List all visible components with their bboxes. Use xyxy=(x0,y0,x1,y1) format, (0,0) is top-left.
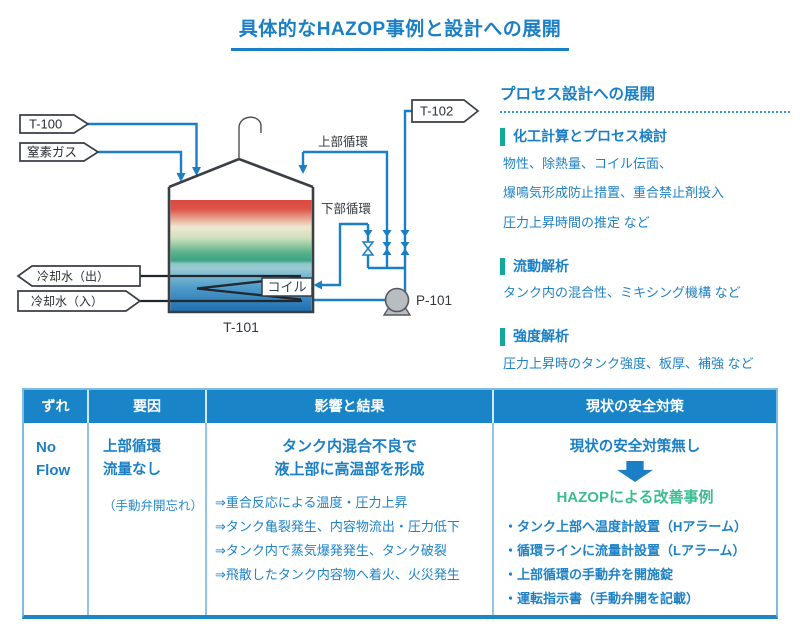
flow-arrows xyxy=(176,165,410,290)
improvement-item: ・循環ラインに流量計設置（Lアラーム） xyxy=(504,543,746,559)
pipe-upper-circulation xyxy=(303,150,389,268)
cause-note: （手動弁開忘れ） xyxy=(103,499,204,514)
cell-deviation: No Flow xyxy=(24,423,87,615)
tag-nitrogen-box xyxy=(19,142,100,162)
label-lower-circulation: 下部循環 xyxy=(321,201,372,216)
improvement-item: ・運転指示書（手動弁開を記載） xyxy=(504,591,700,607)
current-safeguard-title: 現状の安全対策無し xyxy=(569,439,701,455)
section-line: 物性、除熱量、コイル伝面、 xyxy=(503,155,673,171)
table-row: No Flow 上部循環 流量なし （手動弁開忘れ） タンク内混合不良で 液上部… xyxy=(24,423,776,615)
cause-line: 流量なし xyxy=(103,462,161,479)
hazop-table: ずれ 要因 影響と結果 現状の安全対策 No Flow 上部循環 流量なし （手… xyxy=(22,388,778,619)
flow-arrow-right xyxy=(400,230,410,237)
effect-item: ⇒タンク内で蒸気爆発発生、タンク破裂 xyxy=(215,542,447,558)
tag-t100: T-100 xyxy=(29,117,62,132)
tag-t102: T-102 xyxy=(420,104,453,119)
improvement-title: HAZOPによる改善事例 xyxy=(556,489,714,506)
cause-line: 上部循環 xyxy=(103,439,161,455)
effect-item: ⇒飛散したタンク内容物へ着火、火災発生 xyxy=(215,566,460,582)
pipes xyxy=(88,109,412,302)
tank-roof xyxy=(168,157,314,189)
deviation-line: No xyxy=(36,439,56,456)
flow-arrow-mid xyxy=(382,230,392,237)
page-title-text: 具体的なHAZOP事例と設計への展開 xyxy=(230,14,570,51)
pipe-t100 xyxy=(88,122,198,167)
col-header-deviation: ずれ xyxy=(24,390,87,423)
col-header-cause: 要因 xyxy=(87,390,205,423)
section-strength-analysis: 強度解析 圧力上昇時のタンク強度、板厚、補強 など xyxy=(500,328,790,375)
panel-heading: プロセス設計への展開 xyxy=(500,82,790,113)
arrow-into-tank-lower xyxy=(313,280,322,290)
tag-boxes xyxy=(16,99,480,312)
tag-texts: T-100 窒素ガス T-102 冷却水（出） 冷却水（入） xyxy=(27,104,453,309)
arrow-into-roof-t100 xyxy=(192,167,201,176)
section-line: タンク内の混合性、ミキシング機構 など xyxy=(503,285,741,301)
section-title: 強度解析 xyxy=(500,328,790,346)
tag-cooling-out: 冷却水（出） xyxy=(37,270,109,284)
label-tank-id: T-101 xyxy=(223,319,259,335)
cell-cause: 上部循環 流量なし （手動弁開忘れ） xyxy=(87,423,205,615)
arrow-into-roof-upper xyxy=(298,165,308,174)
section-title: 化工計算とプロセス検討 xyxy=(500,128,790,146)
valves xyxy=(361,241,410,256)
section-flow-analysis: 流動解析 タンク内の混合性、ミキシング機構 など xyxy=(500,257,790,305)
effect-list: ⇒重合反応による温度・圧力上昇 ⇒タンク亀裂発生、内容物流出・圧力低下 ⇒タンク… xyxy=(215,491,484,587)
section-line: 圧力上昇時のタンク強度、板厚、補強 など xyxy=(503,355,754,371)
table-header-row: ずれ 要因 影響と結果 現状の安全対策 xyxy=(24,390,776,423)
arrow-into-roof-nitrogen xyxy=(176,173,186,182)
flow-arrow-left xyxy=(363,230,373,237)
tag-nitrogen: 窒素ガス xyxy=(27,145,77,160)
effect-item: ⇒タンク亀裂発生、内容物流出・圧力低下 xyxy=(215,518,460,534)
improvement-item: ・タンク上部へ温度計設置（Hアラーム） xyxy=(504,519,747,534)
effect-item: ⇒重合反応による温度・圧力上昇 xyxy=(215,494,408,510)
coil-label: コイル xyxy=(267,280,306,295)
cell-effect: タンク内混合不良で 液上部に高温部を形成 ⇒重合反応による温度・圧力上昇 ⇒タン… xyxy=(205,423,492,615)
col-header-safeguard: 現状の安全対策 xyxy=(492,390,776,423)
stream-labels: 上部循環 下部循環 T-101 P-101 xyxy=(223,134,452,335)
pipe-lower-circulation xyxy=(322,222,368,287)
label-upper-circulation: 上部循環 xyxy=(318,134,369,149)
deviation-line: Flow xyxy=(36,462,71,480)
tag-cooling-in-box xyxy=(17,290,142,312)
valve-closed-icon-2 xyxy=(400,242,410,255)
tag-t100-box xyxy=(19,114,90,134)
tank-walls xyxy=(167,187,315,314)
pipe-t102 xyxy=(403,109,412,300)
section-line: 圧力上昇時間の推定 など xyxy=(503,215,650,230)
section-process-calc: 化工計算とプロセス検討 物性、除熱量、コイル伝面、 爆鳴気形成防止措置、重合禁止… xyxy=(500,128,790,235)
down-arrow-icon xyxy=(617,461,653,482)
process-diagram: コイル T-100 窒素ガス T-102 冷却水（出） 冷却水（入） 上部循環 … xyxy=(16,99,480,335)
process-design-panel: プロセス設計への展開 化工計算とプロセス検討 物性、除熱量、コイル伝面、 爆鳴気… xyxy=(500,82,790,375)
page-title: 具体的なHAZOP事例と設計への展開 xyxy=(0,14,800,51)
improvement-list: ・タンク上部へ温度計設置（Hアラーム） ・循環ラインに流量計設置（Lアラーム） … xyxy=(504,515,766,611)
tag-cooling-in: 冷却水（入） xyxy=(31,295,103,309)
hook-icon xyxy=(238,116,262,159)
valve-open-icon xyxy=(361,241,375,256)
col-header-effect: 影響と結果 xyxy=(205,390,492,423)
section-line: 爆鳴気形成防止措置、重合禁止剤投入 xyxy=(503,185,725,201)
tag-t102-box xyxy=(411,99,480,123)
label-pump-id: P-101 xyxy=(416,293,452,308)
pipe-nitrogen xyxy=(98,150,183,173)
tag-cooling-out-box xyxy=(16,265,141,287)
effect-title-line: 液上部に高温部を形成 xyxy=(274,461,425,479)
pump-icon xyxy=(382,287,412,316)
cell-safeguard: 現状の安全対策無し HAZOPによる改善事例 ・タンク上部へ温度計設置（Hアラー… xyxy=(492,423,776,615)
valve-closed-icon xyxy=(382,242,392,255)
improvement-item: ・上部循環の手動弁を開施錠 xyxy=(504,567,674,583)
effect-title-line: タンク内混合不良で xyxy=(281,438,417,455)
section-title: 流動解析 xyxy=(500,257,790,276)
